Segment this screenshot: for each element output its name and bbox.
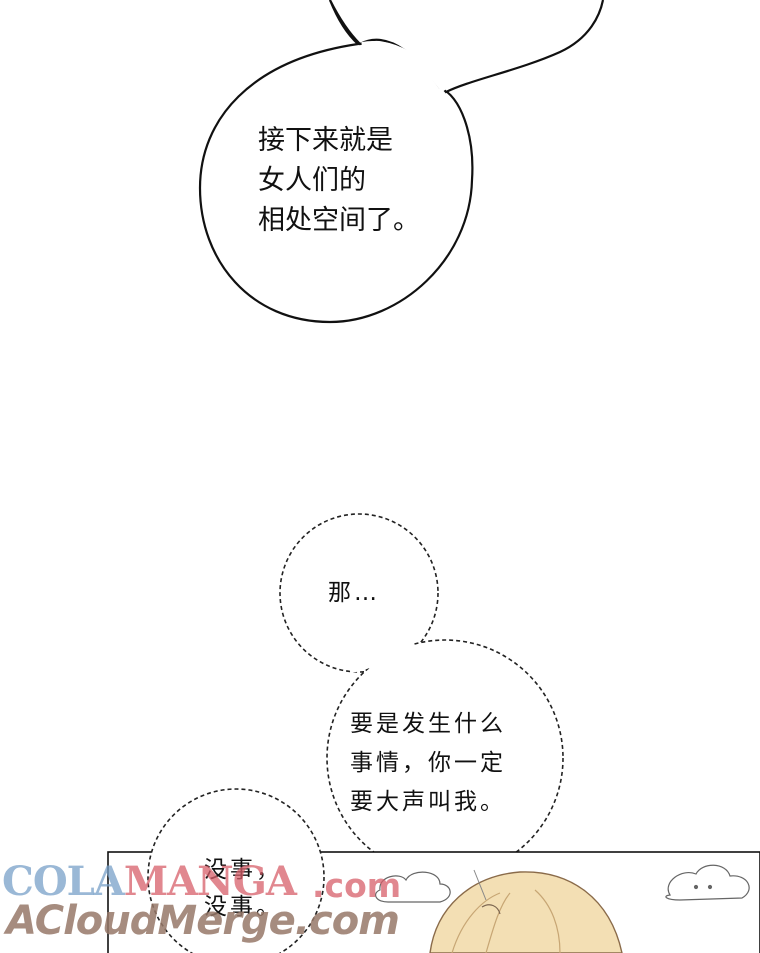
whisper-bubble-3 xyxy=(147,788,325,953)
whisper-1-line-1: 那… xyxy=(328,580,380,606)
cloud-doodle-left xyxy=(375,871,451,903)
watermark-brand-part1: COLA xyxy=(2,858,125,905)
cloud-doodle-right xyxy=(665,864,750,901)
watermark-brand-part2: MANGA xyxy=(123,858,297,905)
whisper-2-line-1: 要是发生什么 xyxy=(350,711,506,737)
top-speech-bubble-upper xyxy=(329,0,605,94)
character-head xyxy=(429,869,623,953)
watermark-brand: COLAMANGA xyxy=(2,858,297,905)
whisper-2-line-2: 事情，你一定 xyxy=(350,750,506,776)
whisper-bubble-1 xyxy=(279,513,439,673)
whisper-3-line-1: 没事， xyxy=(204,857,282,883)
speech-line-1: 接下来就是 xyxy=(258,125,393,156)
whisper-2-line-3: 要大声叫我。 xyxy=(350,789,506,815)
speech-line-3: 相处空间了。 xyxy=(258,205,420,236)
speech-line-2: 女人们的 xyxy=(258,165,366,196)
whisper-3-line-2: 没事。 xyxy=(204,894,282,920)
watermark-secondary: ACloudMerge.com xyxy=(6,898,400,944)
watermark-domain: .com xyxy=(312,866,402,905)
